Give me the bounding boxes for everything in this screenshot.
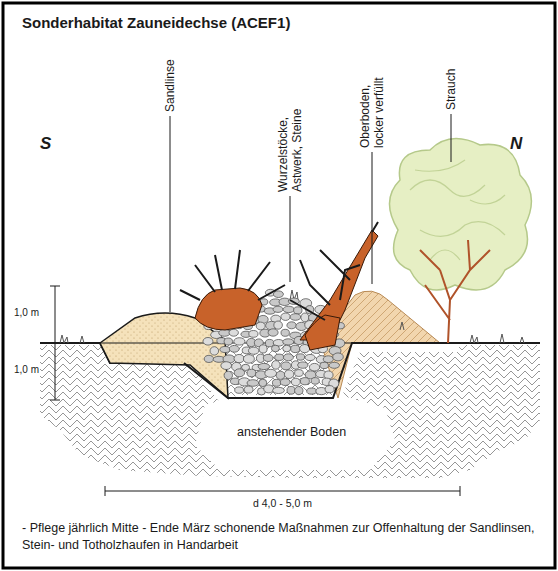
stone	[287, 386, 295, 394]
stone	[272, 361, 280, 370]
stone	[323, 356, 333, 363]
stone	[247, 380, 259, 387]
stone	[283, 306, 294, 312]
stone	[276, 371, 285, 379]
stone	[287, 322, 296, 329]
frame	[3, 3, 555, 568]
stone	[248, 347, 259, 354]
part-label: Strauch	[444, 69, 458, 110]
natural-soil	[195, 395, 395, 470]
stone	[283, 354, 293, 361]
part-label: Oberboden, locker verfüllt	[358, 56, 387, 148]
stone	[263, 354, 273, 361]
stone	[283, 345, 291, 352]
stone	[268, 329, 278, 336]
stone	[259, 345, 267, 353]
stone	[235, 387, 244, 393]
grass	[60, 290, 524, 343]
direction-south: S	[40, 134, 51, 154]
stone	[290, 314, 301, 321]
part-label: Sandlinse	[163, 59, 177, 112]
stone	[249, 331, 258, 338]
stone	[295, 387, 303, 395]
stone	[247, 369, 256, 377]
soil-label: anstehender Boden	[237, 425, 346, 440]
stone	[220, 346, 231, 352]
stone	[273, 387, 285, 393]
stone	[300, 378, 309, 385]
shrub	[389, 139, 531, 343]
stone	[265, 369, 277, 377]
stone	[273, 306, 283, 312]
stone	[301, 313, 309, 322]
stone	[244, 386, 253, 393]
stone	[307, 388, 317, 394]
stone	[243, 355, 254, 364]
direction-north: N	[510, 134, 522, 154]
width-dimension	[105, 486, 460, 496]
stone	[224, 338, 232, 345]
dimension-label: 1,0 m	[14, 364, 39, 376]
stone	[264, 385, 274, 393]
stone	[224, 371, 232, 379]
title: Sonderhabitat Zauneidechse (ACEF1)	[22, 14, 290, 32]
stone	[221, 362, 232, 370]
stone	[284, 370, 293, 379]
stone	[325, 386, 334, 393]
stone	[271, 345, 279, 352]
stone	[258, 363, 270, 369]
stone	[281, 329, 289, 336]
stone	[280, 379, 290, 386]
stone	[203, 338, 213, 346]
stone	[229, 345, 239, 352]
surface-line	[40, 343, 540, 398]
stone	[329, 362, 339, 368]
dimension-label: 1,0 m	[14, 307, 39, 319]
care-note: - Pflege jährlich Mitte - Ende März scho…	[22, 520, 542, 554]
stone	[210, 347, 219, 355]
stone	[298, 362, 308, 368]
stone	[273, 291, 283, 298]
stone	[256, 322, 265, 330]
stone	[320, 362, 328, 368]
stone	[294, 307, 302, 314]
stone	[274, 321, 283, 329]
stone	[309, 363, 319, 371]
stone	[275, 354, 284, 360]
stone	[291, 345, 300, 352]
stone	[295, 370, 304, 377]
stone	[333, 353, 344, 361]
part-label: Wurzelstöcke, Astwerk, Steine	[276, 96, 305, 192]
stone	[305, 354, 315, 360]
height-dimension	[50, 286, 60, 400]
stone	[311, 378, 319, 385]
stone	[229, 329, 238, 336]
stone	[234, 338, 245, 345]
stone	[281, 313, 290, 320]
leader-lines	[170, 114, 451, 312]
stone	[234, 369, 244, 377]
root-stocks	[180, 222, 378, 350]
stone	[283, 339, 294, 345]
stone	[234, 354, 244, 362]
stone	[272, 379, 280, 386]
dimension-label: d 4,0 - 5,0 m	[253, 497, 312, 510]
stone	[204, 355, 213, 362]
ground-hatching	[40, 345, 540, 478]
stone	[296, 354, 304, 360]
stone	[291, 378, 300, 386]
stone	[281, 362, 291, 370]
